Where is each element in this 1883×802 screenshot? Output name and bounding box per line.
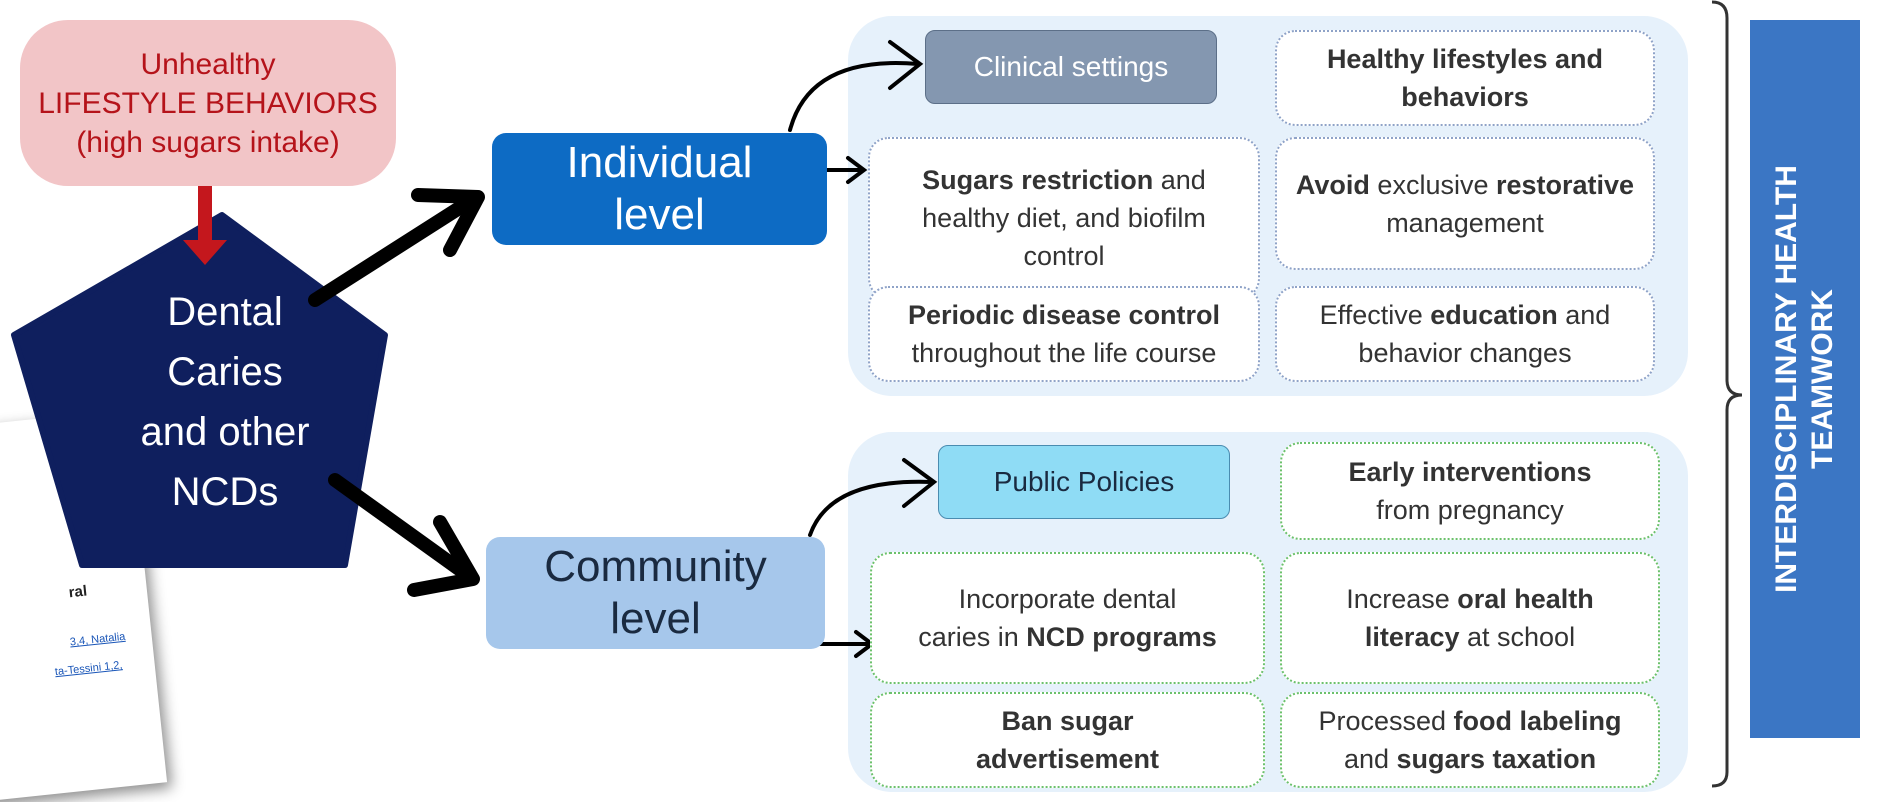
disease-label: Dental Caries and other NCDs: [105, 282, 345, 522]
individual-action-box-2: Sugars restriction and healthy diet, and…: [868, 137, 1260, 299]
article-author-fragment-2: ta-Tessini 1,2,: [54, 659, 124, 679]
individual-action-box-3: Avoid exclusive restorative management: [1275, 137, 1655, 270]
action-text: advertisement: [975, 744, 1160, 774]
individual-action-box-4: Periodic disease control throughout the …: [868, 286, 1260, 382]
clinical-settings-tag: Clinical settings: [925, 30, 1217, 104]
disease-line-4: NCDs: [171, 470, 279, 514]
community-level-line-1: Community: [544, 542, 767, 591]
action-text: Sugars restriction: [922, 165, 1154, 195]
action-text: Early interventions: [1348, 457, 1592, 487]
action-text: NCD programs: [1026, 622, 1217, 652]
action-text: sugars taxation: [1396, 744, 1597, 774]
action-text: caries in: [918, 622, 1027, 652]
community-level-line-2: level: [610, 594, 701, 643]
action-text: and: [1153, 165, 1206, 195]
community-level-box: Community level: [486, 537, 825, 649]
community-action-box-3: Increase oral health literacy at school: [1280, 552, 1660, 684]
action-text: management: [1386, 207, 1544, 238]
action-text: healthy diet, and biofilm: [922, 203, 1206, 233]
action-text: literacy: [1364, 622, 1460, 652]
teamwork-banner: INTERDISCIPLINARY HEALTH TEAMWORK: [1750, 20, 1860, 738]
action-text: and: [1343, 744, 1397, 774]
community-action-box-4: Ban sugar advertisement: [870, 692, 1265, 788]
action-text: from pregnancy: [1376, 495, 1564, 525]
risk-factor-line-2: LIFESTYLE BEHAVIORS: [38, 86, 378, 120]
action-text: oral health: [1457, 584, 1594, 614]
risk-factor-line-1: Unhealthy: [140, 47, 276, 81]
individual-level-line-1: Individual: [566, 138, 753, 187]
action-text: Avoid: [1295, 169, 1370, 200]
teamwork-label: INTERDISCIPLINARY HEALTH TEAMWORK: [1769, 29, 1841, 729]
risk-to-disease-arrow: [183, 186, 227, 265]
public-policies-tag: Public Policies: [938, 445, 1230, 519]
teamwork-line-2: TEAMWORK: [1806, 289, 1839, 469]
disease-line-3: and other: [140, 410, 310, 454]
action-text: behavior changes: [1358, 338, 1572, 368]
action-text: Ban sugar: [1001, 706, 1134, 736]
action-text: food labeling: [1453, 706, 1622, 736]
action-text: and: [1557, 300, 1611, 330]
disease-line-1: Dental: [167, 290, 283, 334]
action-text: exclusive: [1369, 169, 1496, 200]
community-action-box-5: Processed food labeling and sugars taxat…: [1280, 692, 1660, 788]
teamwork-bracket: [1711, 0, 1743, 788]
action-text: at school: [1459, 622, 1576, 652]
individual-level-line-2: level: [614, 190, 705, 239]
disease-line-2: Caries: [167, 350, 283, 394]
action-text: Processed: [1318, 706, 1454, 736]
action-text: Effective: [1319, 300, 1431, 330]
individual-level-box: Individual level: [492, 133, 827, 245]
action-text: Periodic disease control: [907, 300, 1221, 330]
action-text: Healthy lifestyles and: [1326, 44, 1604, 74]
individual-action-box-1: Healthy lifestyles and behaviors: [1275, 30, 1655, 126]
action-text: control: [1023, 241, 1105, 271]
article-title-fragment: ral: [67, 582, 88, 602]
action-text: Incorporate dental: [958, 584, 1177, 614]
article-author-fragment-1: 3,4, Natalia: [69, 630, 126, 649]
action-text: restorative: [1495, 169, 1635, 200]
disease-to-community-arrow: [328, 473, 480, 597]
action-text: throughout the life course: [911, 338, 1217, 368]
action-text: behaviors: [1401, 82, 1529, 112]
risk-factor-box: Unhealthy LIFESTYLE BEHAVIORS (high suga…: [20, 20, 396, 186]
community-action-box-1: Early interventions from pregnancy: [1280, 442, 1660, 540]
action-text: Increase: [1346, 584, 1458, 614]
individual-action-box-5: Effective education and behavior changes: [1275, 286, 1655, 382]
teamwork-line-1: INTERDISCIPLINARY HEALTH: [1770, 165, 1803, 593]
action-text: education: [1430, 300, 1558, 330]
community-action-box-2: Incorporate dental caries in NCD program…: [870, 552, 1265, 684]
risk-factor-line-3: (high sugars intake): [76, 125, 340, 159]
